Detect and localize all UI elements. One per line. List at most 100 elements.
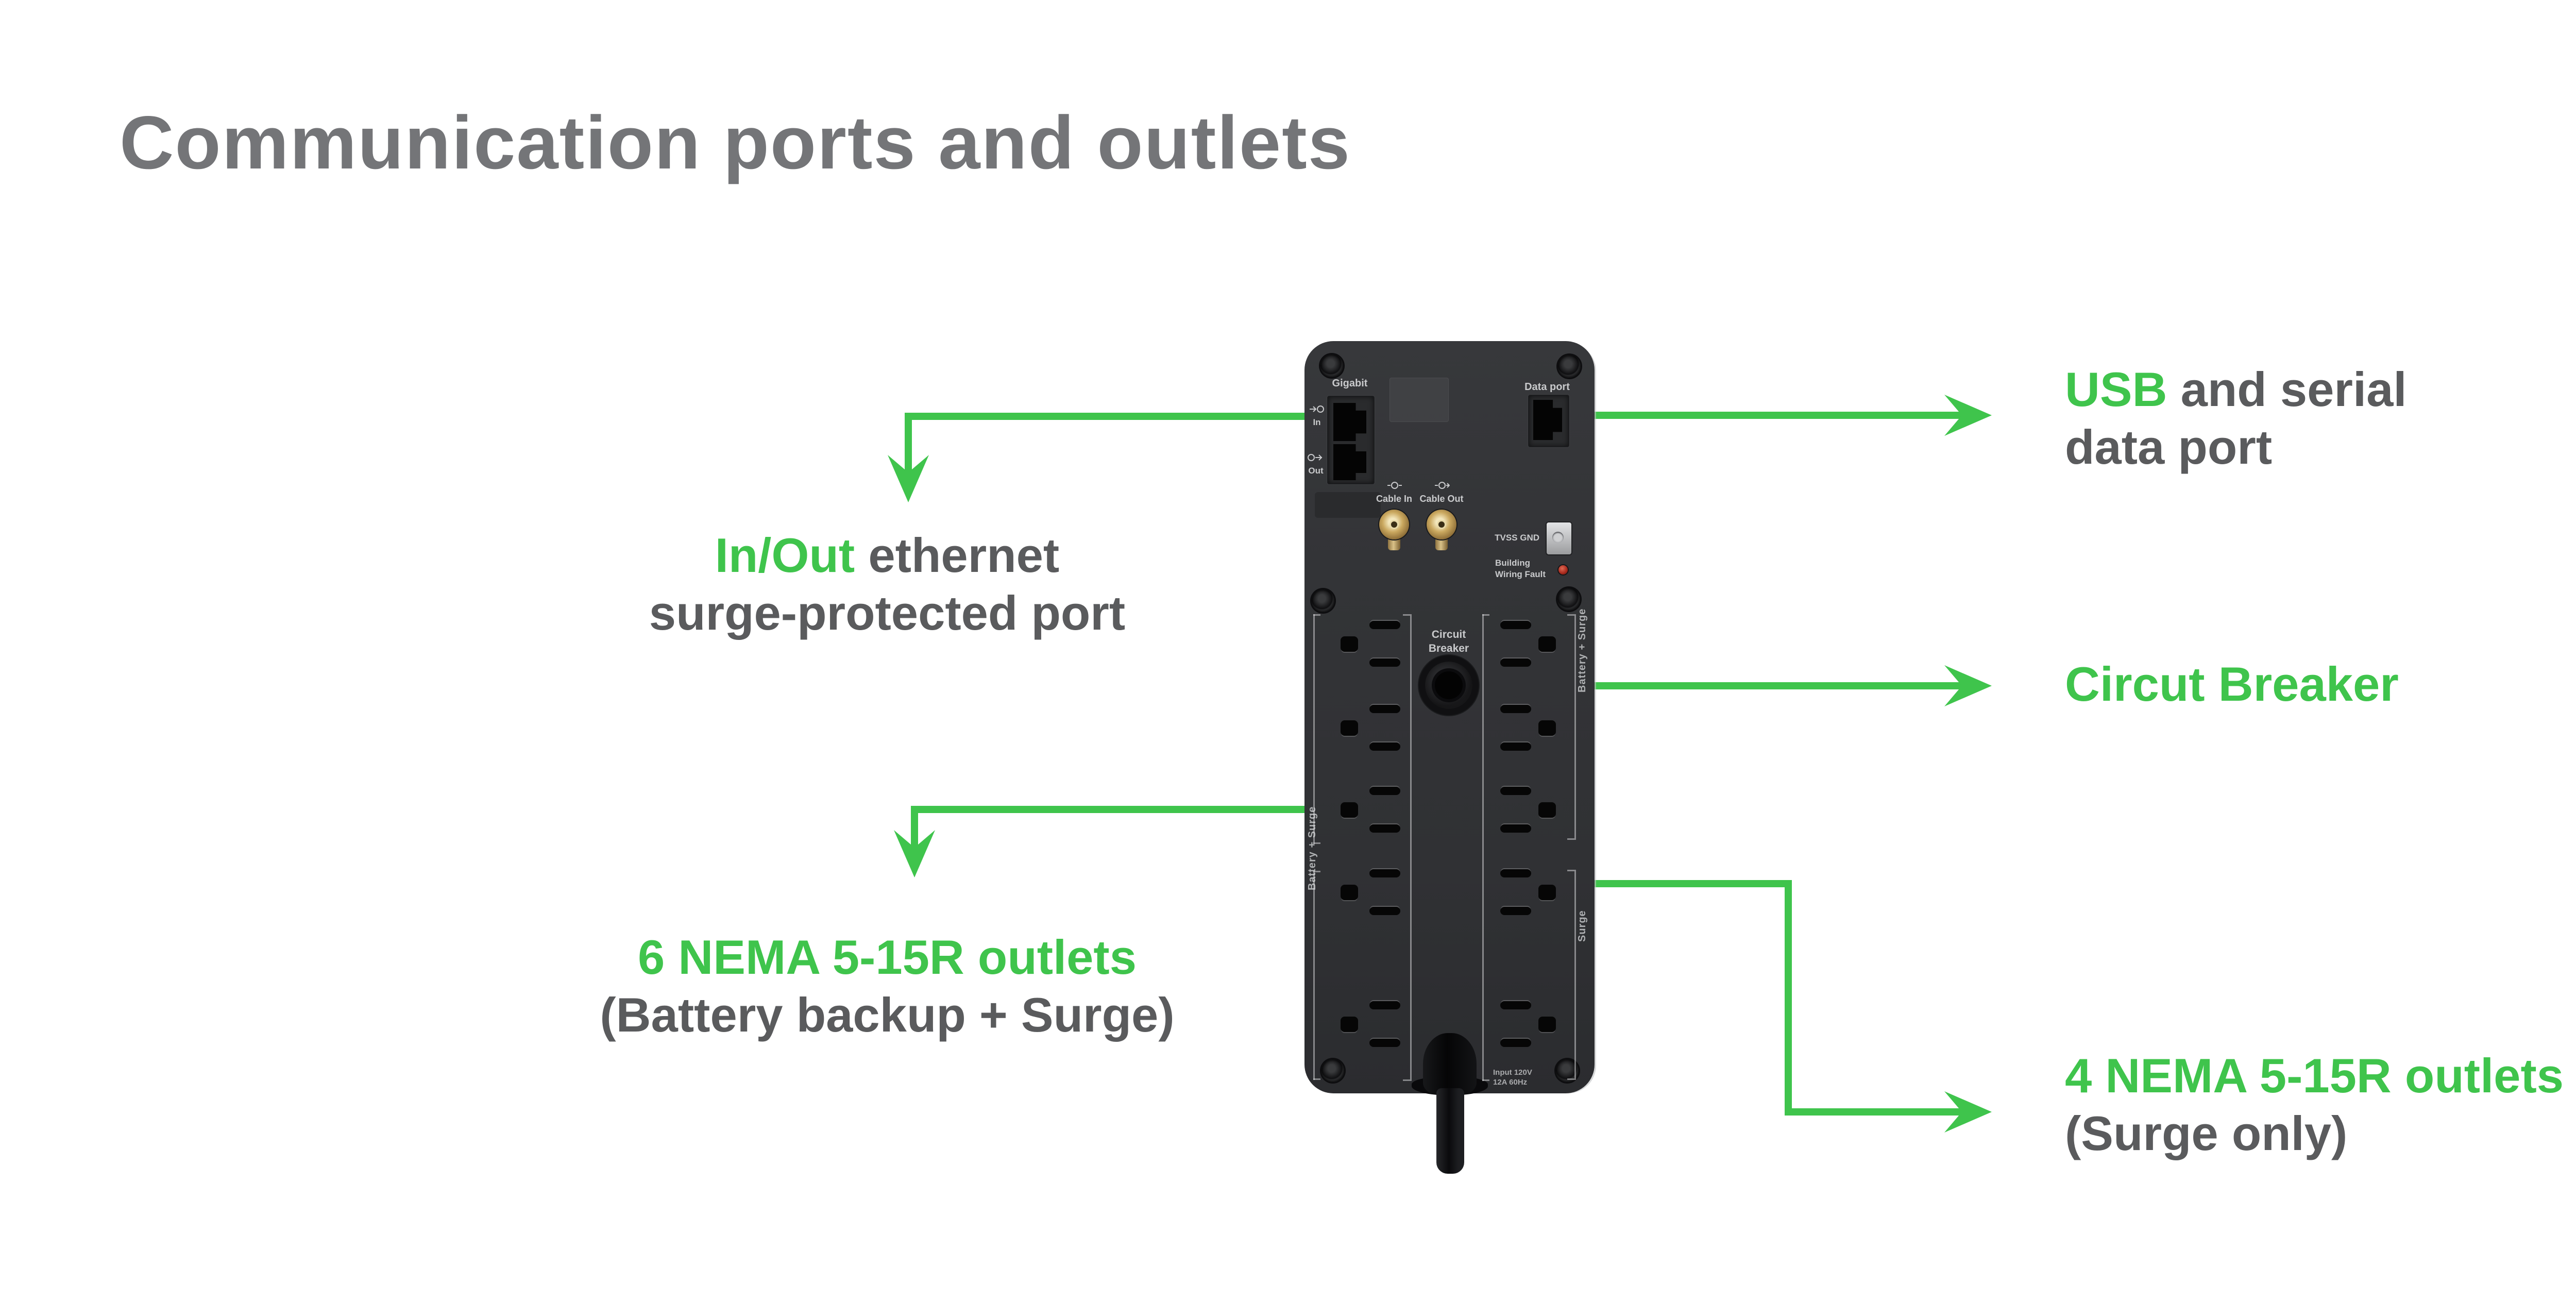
outlet-ground-hole bbox=[1538, 1017, 1556, 1032]
annotation-ethernet-highlight: In/Out bbox=[715, 528, 855, 582]
annotation-usb-line2: data port bbox=[2065, 420, 2273, 474]
annotation-ethernet-line2: surge-protected port bbox=[649, 586, 1126, 640]
right-arrowhead-icon bbox=[1944, 1091, 1992, 1133]
outlet-slot bbox=[1500, 824, 1531, 833]
wiring-fault-label: Building Wiring Fault bbox=[1495, 557, 1552, 580]
power-cord-strain-relief bbox=[1423, 1033, 1477, 1095]
outlet-slot bbox=[1500, 621, 1531, 629]
annotation-battery-outlets: 6 NEMA 5-15R outlets (Battery backup + S… bbox=[587, 928, 1187, 1044]
input-rating-line2: 12A 60Hz bbox=[1493, 1078, 1528, 1087]
rating-plate bbox=[1389, 378, 1449, 422]
ethernet-in-label: In bbox=[1313, 417, 1321, 427]
ethernet-arrow-line bbox=[905, 413, 1329, 475]
outlet-rail-tick bbox=[1567, 870, 1574, 871]
outlet-ground-hole bbox=[1538, 802, 1556, 818]
right-arrowhead-icon bbox=[1944, 395, 1992, 436]
outlet-rail-tick bbox=[1482, 1079, 1489, 1081]
outlet-slot bbox=[1369, 1001, 1400, 1009]
cable-out-connector bbox=[1427, 510, 1456, 539]
tvss-gnd-label: TVSS GND bbox=[1495, 533, 1539, 543]
cable-in-label: Cable In bbox=[1376, 494, 1412, 504]
outlet-rail-tick bbox=[1567, 1078, 1574, 1080]
panel-recess bbox=[1315, 492, 1381, 518]
outlet-slot bbox=[1369, 824, 1400, 833]
outlet-slot bbox=[1500, 658, 1531, 667]
outlet-rail bbox=[1313, 614, 1315, 844]
outlet-rail-tick bbox=[1313, 842, 1320, 844]
outlet-rail-tick bbox=[1403, 614, 1410, 616]
annotation-surge-outlets: 4 NEMA 5-15R outlets (Surge only) bbox=[2065, 1047, 2564, 1162]
circuit-breaker-line2: Breaker bbox=[1428, 643, 1469, 654]
ethernet-out-label: Out bbox=[1308, 466, 1324, 476]
outlet-rail-tick bbox=[1567, 838, 1574, 840]
cable-out-label: Cable Out bbox=[1419, 494, 1464, 504]
input-rating-line1: Input 120V bbox=[1493, 1068, 1532, 1077]
outlet-rail bbox=[1313, 871, 1315, 1080]
outlet-rail-tick bbox=[1482, 614, 1489, 616]
cable-in-connector bbox=[1379, 510, 1409, 539]
annotation-battery-outlets-line1: 6 NEMA 5-15R outlets bbox=[637, 930, 1137, 984]
outlet-slot bbox=[1369, 1039, 1400, 1047]
down-arrowhead-icon bbox=[888, 455, 929, 502]
annotation-battery-outlets-line2: (Battery backup + Surge) bbox=[600, 988, 1175, 1042]
outlet-rail-tick bbox=[1567, 614, 1574, 616]
outlet-slot bbox=[1369, 787, 1400, 795]
outlet-ground-hole bbox=[1341, 636, 1358, 652]
gigabit-label: Gigabit bbox=[1332, 378, 1368, 389]
annotation-circuit-breaker: Circut Breaker bbox=[2065, 655, 2399, 713]
wiring-fault-line1: Building bbox=[1495, 558, 1530, 568]
outlet-slot bbox=[1369, 869, 1400, 877]
outlet-rail-tick bbox=[1313, 1078, 1320, 1080]
power-cord bbox=[1436, 1088, 1464, 1174]
annotation-usb-serial: USB and serial data port bbox=[2065, 361, 2406, 476]
outlet-ground-hole bbox=[1538, 636, 1556, 652]
surge-outlets-arrow-line bbox=[1546, 880, 1964, 1116]
ups-rear-panel: Gigabit In Out Data port Cable In bbox=[1304, 341, 1595, 1174]
outlet-rail-tick bbox=[1313, 614, 1320, 616]
annotation-ethernet: In/Out ethernet surge-protected port bbox=[630, 527, 1145, 642]
outlet-slot bbox=[1369, 907, 1400, 915]
annotation-ethernet-rest: ethernet bbox=[855, 528, 1060, 582]
battery-outlets-arrow-line bbox=[911, 806, 1329, 850]
outlet-slot bbox=[1500, 705, 1531, 713]
outlet-rail bbox=[1482, 614, 1484, 1081]
annotation-surge-outlets-line2: (Surge only) bbox=[2065, 1106, 2348, 1160]
outlet-rail bbox=[1574, 614, 1576, 840]
outlet-slot bbox=[1500, 1039, 1531, 1047]
outlet-slot bbox=[1369, 621, 1400, 629]
screw-icon bbox=[1557, 588, 1580, 611]
outlet-rail bbox=[1574, 870, 1576, 1080]
annotation-surge-outlets-line1: 4 NEMA 5-15R outlets bbox=[2065, 1049, 2564, 1103]
cable-out-icon bbox=[1435, 482, 1450, 489]
tvss-gnd-screw bbox=[1546, 521, 1572, 555]
side-label-battery-surge-right: Battery + Surge bbox=[1577, 608, 1588, 692]
circuit-breaker-line1: Circuit bbox=[1431, 629, 1466, 640]
outlet-slot bbox=[1369, 658, 1400, 667]
outlet-ground-hole bbox=[1341, 720, 1358, 736]
page-title: Communication ports and outlets bbox=[120, 100, 1351, 184]
annotation-circuit-breaker-text: Circut Breaker bbox=[2065, 657, 2399, 711]
input-rating-label: Input 120V 12A 60Hz bbox=[1493, 1068, 1550, 1087]
outlet-slot bbox=[1369, 742, 1400, 751]
outlet-rail bbox=[1410, 614, 1412, 1081]
outlet-ground-hole bbox=[1341, 885, 1358, 900]
outlet-slot bbox=[1500, 787, 1531, 795]
circuit-breaker-label: Circuit Breaker bbox=[1410, 628, 1487, 655]
outlet-ground-hole bbox=[1538, 885, 1556, 900]
wiring-fault-led bbox=[1558, 565, 1568, 575]
circuit-breaker-button bbox=[1419, 655, 1479, 715]
down-arrowhead-icon bbox=[894, 830, 935, 877]
outlet-slot bbox=[1500, 742, 1531, 751]
wiring-fault-line2: Wiring Fault bbox=[1495, 569, 1546, 579]
right-arrowhead-icon bbox=[1944, 665, 1992, 706]
ethernet-in-icon bbox=[1310, 405, 1324, 413]
screw-icon bbox=[1312, 589, 1334, 612]
screw-icon bbox=[1558, 355, 1581, 378]
outlet-rail-tick bbox=[1403, 1079, 1410, 1081]
cable-in-icon bbox=[1387, 482, 1402, 489]
outlet-ground-hole bbox=[1341, 802, 1358, 818]
outlet-rail-tick bbox=[1313, 871, 1320, 872]
ethernet-out-icon bbox=[1308, 454, 1323, 461]
outlet-ground-hole bbox=[1538, 720, 1556, 736]
